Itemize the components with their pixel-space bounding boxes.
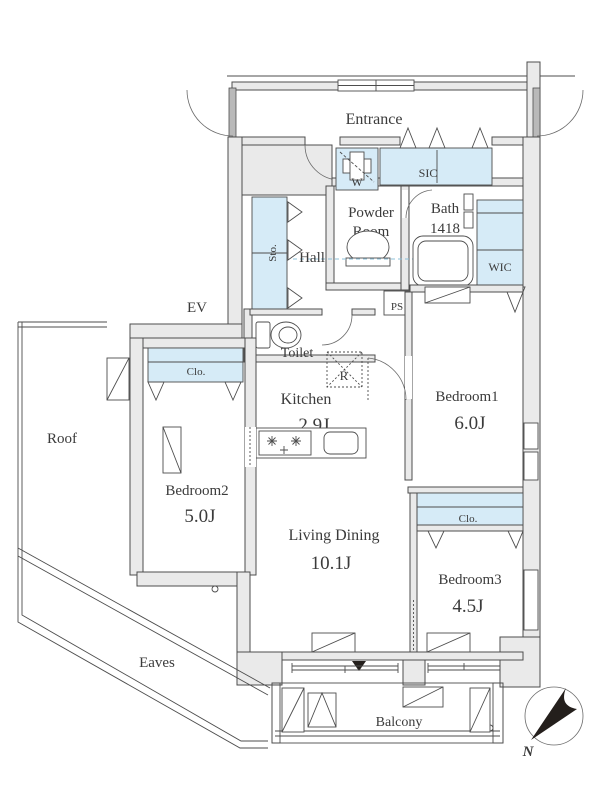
hall-label: Hall <box>299 250 325 266</box>
corridor-bottom-wall-left <box>236 136 306 146</box>
powder-left-wall <box>325 185 335 291</box>
compass-icon <box>524 686 584 746</box>
bottom-wall <box>249 651 524 661</box>
powder-bottom-wall <box>325 282 410 291</box>
bathtub-icon <box>412 235 474 287</box>
bedroom2-door-gap <box>245 427 256 467</box>
bedroom3-label: Bedroom3 <box>438 572 501 588</box>
bedroom2-shaft-icon <box>162 426 182 474</box>
corridor-left-door-icon <box>186 87 237 139</box>
toilet-icon <box>255 321 302 349</box>
bedroom2-size-label: 5.0J <box>184 506 215 527</box>
powder-bath-wall <box>400 185 410 291</box>
compass-north-label: N <box>522 744 535 760</box>
toilet-label: Toilet <box>281 346 314 361</box>
bedroom1-closet <box>412 492 524 526</box>
living-dining-label: Living Dining <box>288 527 379 544</box>
bath-counter-icon-2 <box>463 211 474 229</box>
bedroom2-bottom-wall <box>136 571 251 587</box>
bedroom1-label: Bedroom1 <box>435 389 498 405</box>
bottom-left-step <box>236 651 283 686</box>
bedroom1-size-label: 6.0J <box>454 413 485 434</box>
bedroom3-left-wall <box>409 492 418 656</box>
bedroom2-window-icon <box>106 357 130 401</box>
balcony-vent-icon <box>402 686 444 708</box>
entrance-label: Entrance <box>346 111 403 128</box>
sic-label: SIC <box>419 166 438 180</box>
bedroom3-vent-icon <box>426 632 471 653</box>
balcony-structure <box>271 682 504 744</box>
balcony-label: Balcony <box>376 715 423 730</box>
living-dining-size-label: 10.1J <box>311 553 352 574</box>
ev-wall <box>129 323 243 339</box>
bedroom1-window-icon <box>523 422 539 450</box>
balcony-hatch-icon <box>307 691 337 728</box>
vent-icon <box>424 286 471 304</box>
roof-eaves-outline <box>17 321 271 749</box>
bedroom1-door-arc <box>367 357 407 401</box>
bedroom1-window-icon-2 <box>523 451 539 481</box>
clo1-top-wall <box>407 486 524 494</box>
washer-label: W <box>351 175 363 189</box>
wic-closet <box>476 199 526 314</box>
wall-pin-icon <box>211 585 219 593</box>
bedroom2-top-wall <box>136 337 257 349</box>
powder-room-label-1: Powder <box>348 205 394 221</box>
corridor-bottom-wall-mid <box>339 136 401 146</box>
balcony-pan-icon-2 <box>469 687 491 733</box>
sic-closet <box>379 126 493 186</box>
bedroom3-size-label: 4.5J <box>452 596 483 617</box>
bath-door-gap <box>402 190 408 218</box>
roof-label: Roof <box>47 431 77 447</box>
bedroom3-window-icon <box>523 569 539 631</box>
entry-alcove-slab <box>241 144 333 196</box>
bath-label: Bath <box>431 201 460 217</box>
stove-burner-icon <box>267 436 301 454</box>
clo1-door-mark <box>427 530 445 550</box>
clo2-label: Clo. <box>187 366 206 378</box>
fridge-space-icon <box>326 351 363 388</box>
slider-mid-post <box>402 659 426 686</box>
bedroom3-balcony-slider-icon <box>427 663 501 673</box>
clo1-label: Clo. <box>459 513 478 525</box>
fridge-label: R <box>340 368 349 383</box>
bedroom1-door-gap <box>405 356 412 399</box>
washer-pan-icon <box>335 147 379 191</box>
bedroom2-label: Bedroom2 <box>165 483 228 499</box>
vanity-sink-icon <box>345 230 391 267</box>
kitchen-label: Kitchen <box>281 391 332 408</box>
bath-counter-icon <box>463 193 474 211</box>
clo1-door-mark-2 <box>507 530 524 550</box>
toilet-top-wall-right <box>351 308 376 316</box>
eaves-label: Eaves <box>139 655 175 671</box>
kitchen-sink-icon <box>323 431 359 455</box>
clo1-bottom-wall <box>412 524 524 532</box>
ps-label: PS <box>391 301 403 313</box>
ev-label: EV <box>187 300 207 316</box>
living-balcony-slider-icon <box>291 663 399 673</box>
bath-door-arc <box>405 189 433 219</box>
toilet-door-arc <box>321 314 353 346</box>
left-corridor-wall <box>227 136 243 325</box>
balcony-pan-icon <box>281 687 305 733</box>
kitchen-counter-icon <box>255 427 367 459</box>
sto-closet <box>251 196 303 311</box>
entrance-top-window-icon <box>337 79 415 92</box>
living-vent-icon <box>311 632 356 653</box>
bedroom2-closet <box>147 347 244 402</box>
sto-label: Sto. <box>267 244 279 262</box>
toilet-top-wall-left <box>249 308 323 316</box>
wic-label: WIC <box>488 260 511 274</box>
bedroom2-left-wall <box>129 337 144 576</box>
bottom-right-block <box>499 636 541 688</box>
bath-size-label: 1418 <box>430 221 460 237</box>
